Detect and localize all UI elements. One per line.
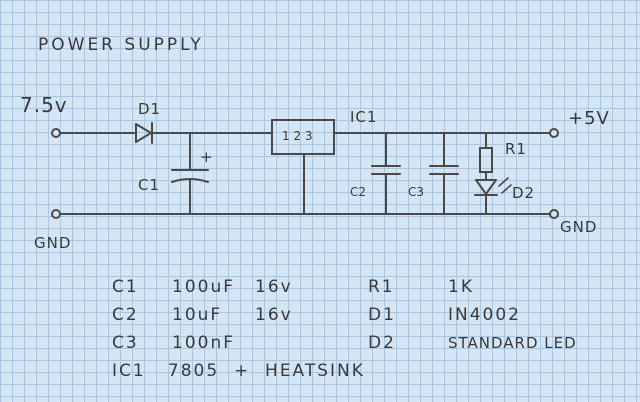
parts-value: 10uF: [172, 305, 222, 325]
ic1-regulator-symbol: [271, 119, 335, 215]
parts-ref: D2: [368, 333, 396, 353]
parts-ref: C3: [112, 333, 139, 353]
parts-value: 100nF: [172, 333, 235, 353]
parts-list-right: R1 1K D1 IN4002 D2 STANDARD LED: [368, 277, 577, 353]
d2-label: D2: [512, 184, 535, 202]
parts-ref: R1: [368, 277, 395, 297]
c2-capacitor-symbol: [371, 132, 401, 215]
gnd-right-terminal: [549, 209, 559, 219]
c1-polarity-mark: +: [200, 148, 214, 166]
c1-capacitor-symbol: [171, 132, 209, 215]
parts-list-left: C1 100uF 16v C2 10uF 16v C3 100nF: [112, 277, 293, 353]
c2-label: C2: [350, 185, 366, 199]
gnd-left-terminal: [51, 209, 61, 219]
output-terminal: [549, 128, 559, 138]
output-voltage-label: +5V: [568, 108, 610, 129]
parts-value: 100uF: [172, 277, 235, 297]
d1-diode-symbol: [135, 122, 153, 144]
d2-led-symbol: [474, 177, 512, 215]
parts-ref: C1: [112, 277, 139, 297]
parts-ic-line: IC1 7805 + HEATSINK: [112, 361, 365, 381]
parts-ref: D1: [368, 305, 396, 325]
parts-ref: C2: [112, 305, 139, 325]
parts-value: STANDARD LED: [448, 334, 577, 352]
schematic-title: POWER SUPPLY: [38, 35, 204, 55]
d1-label: D1: [138, 100, 161, 118]
gnd-left-label: GND: [34, 234, 71, 252]
r1-label: R1: [505, 140, 527, 158]
input-terminal: [51, 128, 61, 138]
input-voltage-label: 7.5v: [20, 93, 68, 117]
parts-rating: 16v: [255, 277, 293, 297]
r1-resistor-symbol: [479, 132, 493, 181]
c1-label: C1: [138, 176, 160, 194]
ic1-pin-numbers: 1 2 3: [282, 129, 313, 143]
parts-rating: 16v: [255, 305, 293, 325]
ic1-label: IC1: [350, 108, 377, 126]
c3-capacitor-symbol: [429, 132, 459, 215]
parts-value: 1K: [448, 277, 474, 297]
c3-label: C3: [408, 185, 424, 199]
gnd-right-label: GND: [560, 218, 597, 236]
parts-value: IN4002: [448, 305, 521, 325]
